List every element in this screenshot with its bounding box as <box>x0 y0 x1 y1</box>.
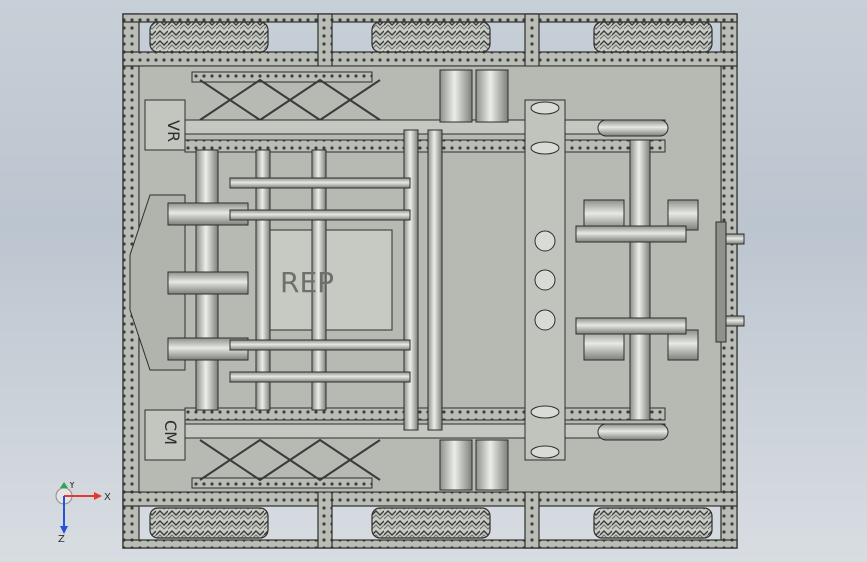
center-gearbox <box>524 99 566 461</box>
wheel-rear-left <box>149 21 269 53</box>
wheel-front-left <box>149 507 269 539</box>
cross-tubes <box>229 177 411 383</box>
stamp-cm: CM <box>161 420 180 445</box>
wheel-rear-right <box>593 21 713 53</box>
triad-z-label: Z <box>58 534 65 545</box>
coordinate-triad: X Y Z <box>55 482 111 545</box>
triad-x-label: X <box>104 492 111 503</box>
triad-y-label: Y <box>68 482 76 491</box>
stamp-vr: VR <box>164 120 183 142</box>
wheel-rear-center <box>371 21 491 53</box>
wheel-front-center <box>371 507 491 539</box>
wheels <box>149 21 713 539</box>
stamped-labels: VR CM REP <box>161 120 334 445</box>
truss <box>199 78 381 482</box>
right-drive <box>575 119 745 441</box>
motors <box>439 69 699 491</box>
wheel-front-right <box>593 507 713 539</box>
plate-rep: REP <box>280 266 334 299</box>
